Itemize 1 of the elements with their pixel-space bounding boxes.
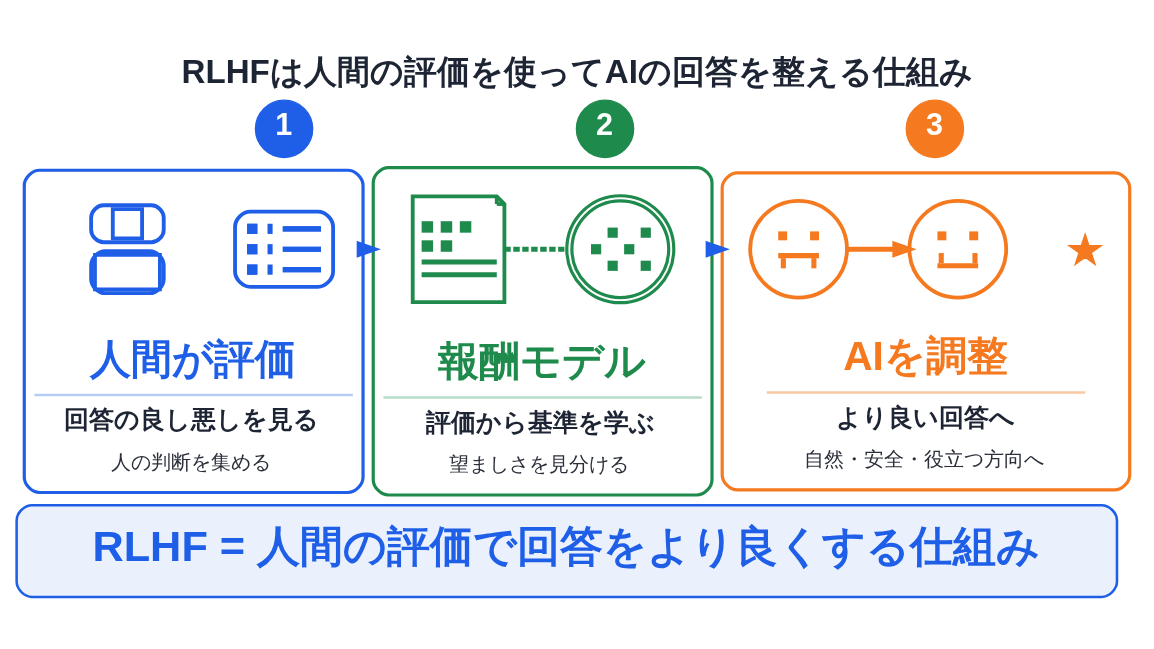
diagram-title: RLHFは人間の評価を使ってAIの回答を整える仕組み xyxy=(181,52,973,90)
